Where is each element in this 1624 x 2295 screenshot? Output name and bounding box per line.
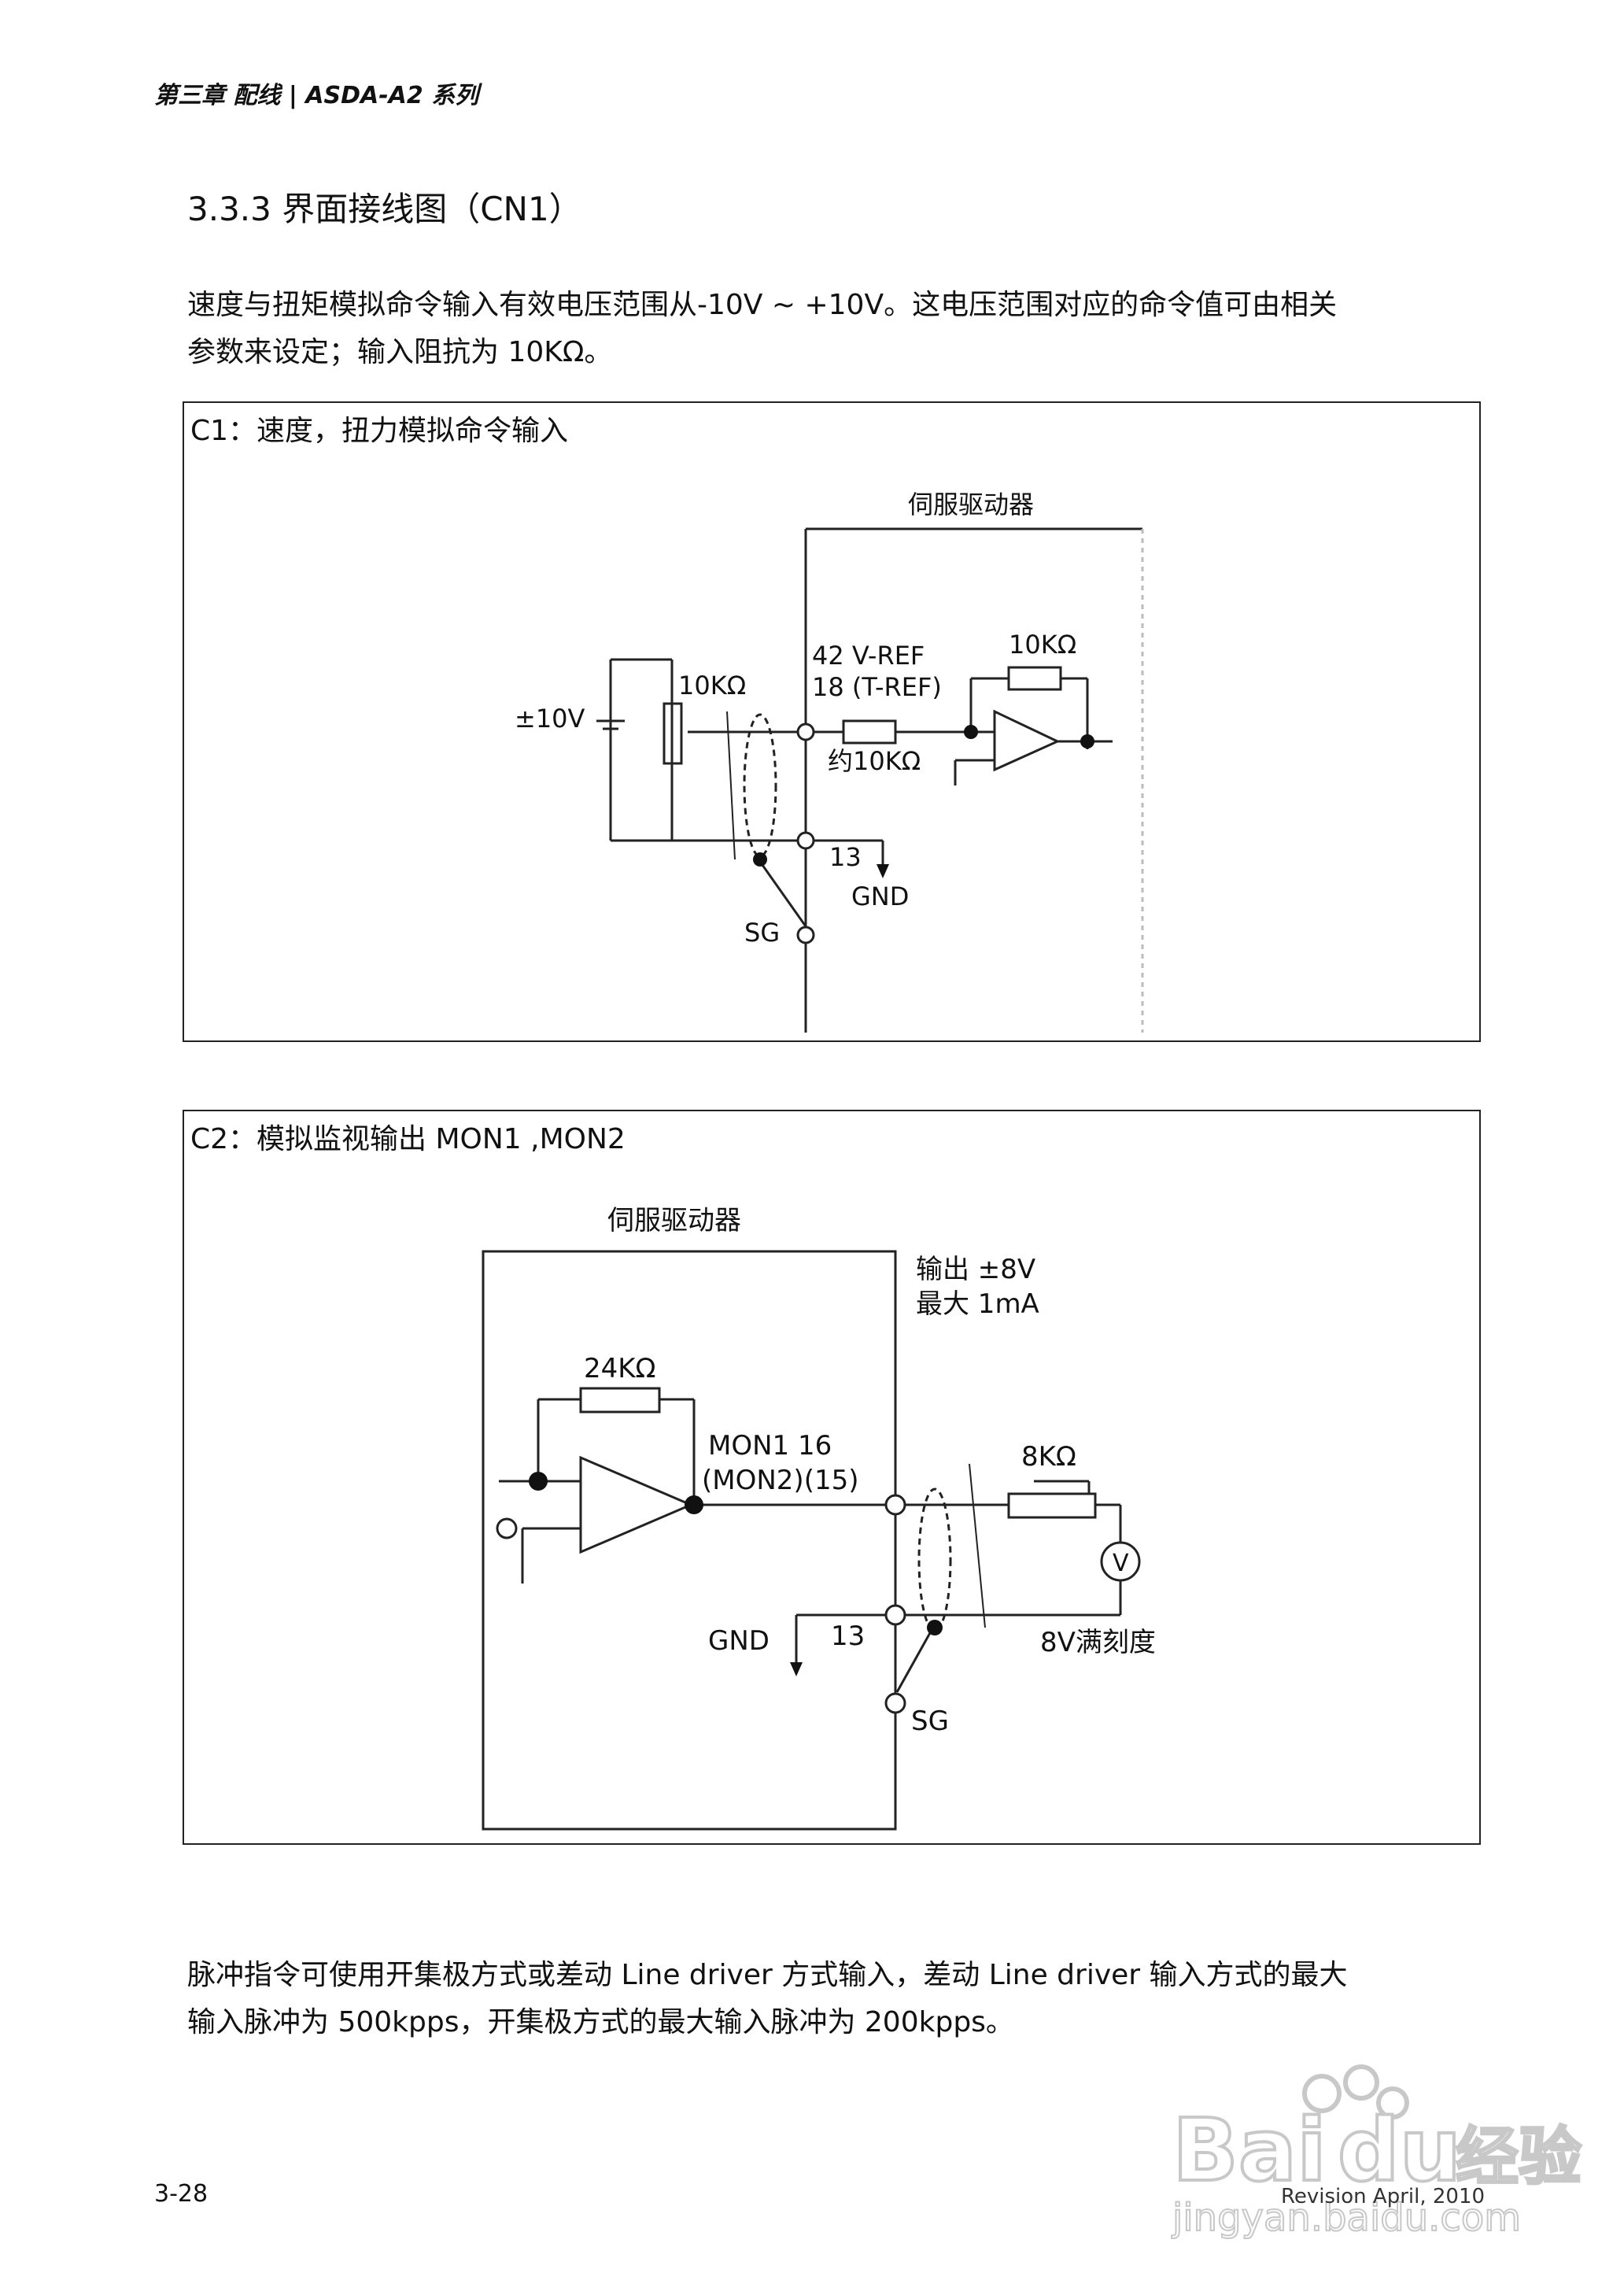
intro-line-1: 速度与扭矩模拟命令输入有效电压范围从-10V ~ +10V。这电压范围对应的命令… (187, 289, 1338, 321)
c2-scale-label: 8V满刻度 (1040, 1627, 1156, 1658)
figure-c2: C2：模拟监视输出 MON1 ,MON2 (183, 1110, 1481, 1845)
pulse-line-1: 脉冲指令可使用开集极方式或差动 Line driver 方式输入，差动 Line… (187, 1959, 1348, 1991)
pulse-paragraph: 脉冲指令可使用开集极方式或差动 Line driver 方式输入，差动 Line… (187, 1952, 1478, 2046)
c2-sg-wire (895, 1624, 936, 1693)
c2-opamp (579, 1455, 694, 1554)
c2-dot-out (685, 1495, 703, 1514)
feedback-resistor (1007, 666, 1062, 691)
figure-c1-diagram: 伺服驱动器 ±10V 10KΩ 42 V-REF 18 (T-REF) 10KΩ… (515, 490, 1144, 1033)
page-number: 3-28 (154, 2180, 209, 2208)
terminal-13 (796, 831, 815, 850)
c2-gnd-pin: 13 (831, 1621, 865, 1652)
c2-gnd-arrow-head (790, 1662, 803, 1676)
intro-line-2: 参数来设定；输入阻抗为 10KΩ。 (187, 336, 613, 368)
c2-terminal-sg (884, 1692, 906, 1714)
watermark-brand2: du (1338, 2100, 1461, 2201)
c2-pin-label-2: (MON2)(15) (702, 1465, 858, 1496)
watermark-url: jingyan.baidu.com (1172, 2196, 1521, 2240)
c2-pot-label: 8KΩ (1021, 1441, 1076, 1473)
c2-pin-label-1: MON1 16 (708, 1430, 832, 1462)
c2-terminal-13 (884, 1604, 906, 1626)
node-dot-out (1080, 734, 1094, 748)
c2-terminal-16 (884, 1494, 906, 1516)
intro-paragraph: 速度与扭矩模拟命令输入有效电压范围从-10V ~ +10V。这电压范围对应的命令… (187, 282, 1478, 376)
c2-driver-label: 伺服驱动器 (607, 1205, 741, 1236)
c1-supply-label: ±10V (515, 704, 585, 734)
c2-voltmeter (1100, 1541, 1141, 1582)
shield-ellipse (743, 713, 777, 858)
c2-meter-label: V (1113, 1550, 1129, 1577)
c1-nodes (753, 722, 1094, 944)
sg-wire (757, 859, 807, 927)
figure-c1-caption: C1：速度，扭力模拟命令输入 (190, 415, 569, 447)
c1-gnd-label: GND (851, 881, 909, 911)
c2-driver-box (482, 1250, 897, 1831)
c1-pot-label: 10KΩ (678, 671, 746, 700)
paw-icon (1302, 2064, 1409, 2119)
node-dot-in (964, 725, 978, 739)
cable-slash-1 (726, 711, 736, 860)
c1-sg-label: SG (744, 918, 780, 948)
c2-shield (917, 1488, 952, 1632)
c2-feedback-resistor (579, 1387, 661, 1414)
terminal-sg (796, 926, 815, 944)
page-header: 第三章 配线 | ASDA-A2 系列 (154, 82, 479, 109)
figure-c2-caption: C2：模拟监视输出 MON1 ,MON2 (190, 1123, 626, 1155)
figure-c1: C1：速度，扭力模拟命令输入 (183, 401, 1481, 1042)
c2-dot-in (529, 1472, 548, 1491)
pot-body (663, 702, 683, 765)
c2-pot-body (1007, 1492, 1097, 1519)
section-title: 3.3.3 界面接线图（CN1） (187, 190, 582, 228)
watermark-jingyan: 经验 (1456, 2120, 1582, 2193)
input-resistor (842, 719, 897, 745)
shield-dot (753, 852, 767, 867)
pulse-line-2: 输入脉冲为 500kpps，开集极方式的最大输入脉冲为 200kpps。 (187, 2006, 1014, 2038)
figure-c2-diagram: 伺服驱动器 输出 ±8V 最大 1mA 24KΩ MON1 16 (MON2)(… (482, 1205, 1156, 1831)
c2-cable-slash (969, 1463, 986, 1628)
c2-nodes (496, 1472, 1141, 1714)
c1-driver-label: 伺服驱动器 (908, 490, 1034, 519)
terminal-vref (796, 722, 815, 741)
c1-pin-label-1: 42 V-REF (812, 641, 925, 671)
c2-out-line-2: 最大 1mA (916, 1288, 1039, 1320)
c1-feedback-res: 10KΩ (1009, 630, 1076, 660)
c1-gnd-pin: 13 (829, 842, 862, 872)
c2-sg-label: SG (911, 1706, 949, 1737)
c2-plus-terminal (496, 1517, 518, 1539)
revision-label: Revision April, 2010 (1281, 2185, 1486, 2208)
c1-pin-label-2: 18 (T-REF) (812, 672, 942, 702)
gnd-arrow-head (877, 864, 889, 878)
c1-input-res: 约10KΩ (828, 746, 921, 776)
c2-feedback-res: 24KΩ (584, 1353, 656, 1384)
opamp-triangle (993, 709, 1061, 772)
c2-shield-dot (927, 1620, 943, 1635)
c2-out-line-1: 输出 ±8V (916, 1254, 1035, 1285)
baidu-watermark: Bai du 经验 jingyan.baidu.com (1171, 2064, 1583, 2241)
watermark-brand: Bai (1172, 2100, 1327, 2201)
c2-gnd-label: GND (708, 1625, 770, 1657)
